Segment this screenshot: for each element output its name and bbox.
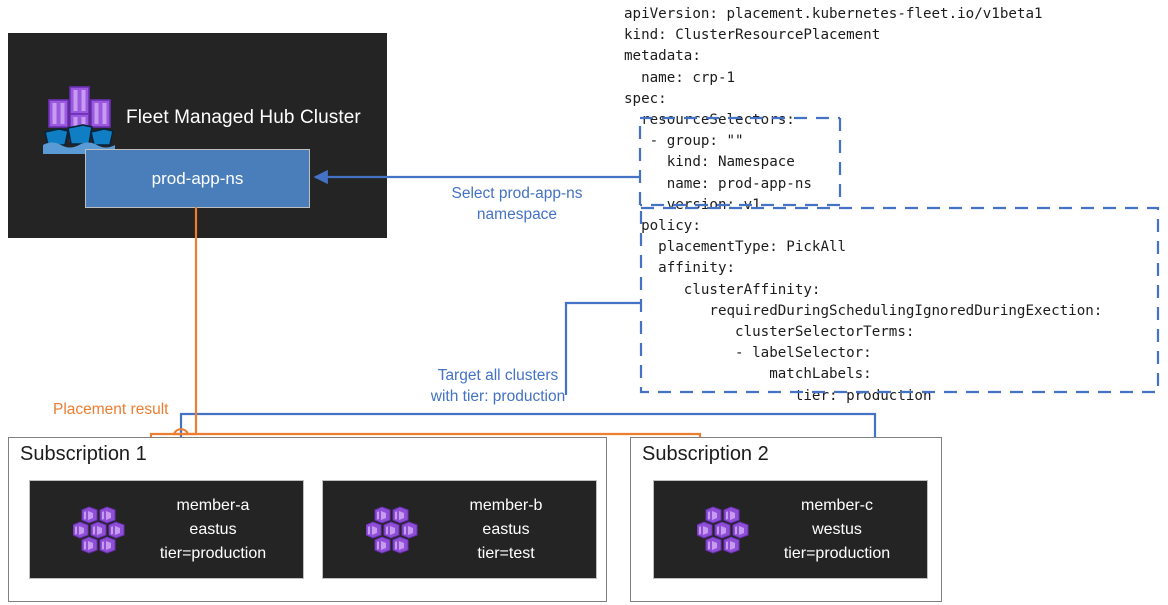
- placement-result-annotation: Placement result: [53, 401, 169, 418]
- member-name: member-a: [176, 496, 250, 514]
- subscription-1-panel: Subscription 1: [8, 437, 607, 602]
- member-tier-label: tier=production: [159, 544, 267, 562]
- member-cluster-card-member-b: member-b eastus tier=test: [322, 480, 597, 579]
- member-tier-label: tier=production: [783, 544, 891, 562]
- subscription-2-title: Subscription 2: [642, 443, 769, 465]
- member-cluster-icon: [696, 505, 753, 555]
- member-name: member-b: [469, 496, 543, 514]
- member-cluster-details: member-b eastus tier=test: [422, 494, 596, 566]
- member-region: westus: [812, 520, 862, 538]
- member-cluster-icon: [72, 505, 129, 555]
- member-region: eastus: [189, 520, 237, 538]
- member-cluster-card-member-c: member-c westus tier=production: [653, 480, 928, 579]
- prod-app-ns-namespace-box: prod-app-ns: [85, 149, 310, 208]
- target-clusters-annotation: Target all clusters with tier: productio…: [398, 365, 598, 407]
- hub-cluster-title: Fleet Managed Hub Cluster: [126, 107, 361, 128]
- member-tier-label: tier=test: [477, 544, 535, 562]
- target-clusters-line-2: with tier: production: [430, 388, 566, 405]
- fleet-containers-ships-icon: [43, 82, 115, 154]
- member-cluster-card-member-a: member-a eastus tier=production: [29, 480, 304, 579]
- target-clusters-line-1: Target all clusters: [437, 367, 559, 384]
- member-cluster-details: member-a eastus tier=production: [129, 494, 303, 566]
- member-cluster-details: member-c westus tier=production: [753, 494, 927, 566]
- prod-app-ns-label: prod-app-ns: [151, 168, 244, 188]
- member-cluster-icon: [365, 505, 422, 555]
- cluster-resource-placement-yaml: apiVersion: placement.kubernetes-fleet.i…: [624, 6, 1103, 404]
- select-namespace-annotation: Select prod-app-ns namespace: [427, 183, 607, 225]
- select-namespace-line-2: namespace: [476, 206, 558, 223]
- subscription-1-title: Subscription 1: [20, 443, 147, 465]
- member-name: member-c: [800, 496, 873, 514]
- select-namespace-line-1: Select prod-app-ns: [451, 185, 583, 202]
- subscription-2-panel: Subscription 2: [630, 437, 942, 602]
- member-region: eastus: [482, 520, 530, 538]
